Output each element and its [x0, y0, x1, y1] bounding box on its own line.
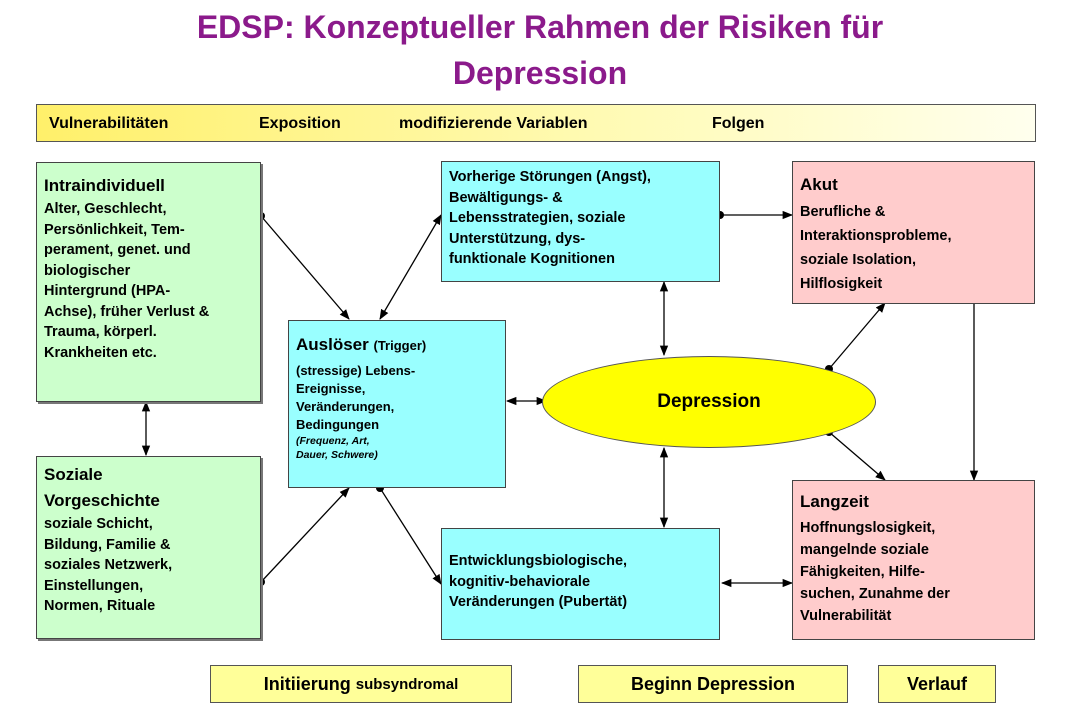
intraindividuell-text: Alter, Geschlecht, Persönlichkeit, Tem- … [44, 201, 210, 361]
depression-label: Depression [657, 391, 761, 412]
soziale-heading: Soziale Vorgeschichte [44, 465, 160, 510]
arrow-trigger-vorherige [379, 214, 442, 320]
langzeit-heading: Langzeit [800, 492, 869, 511]
entwicklung-text: Entwicklungsbiologische, kognitiv-behavi… [449, 553, 628, 610]
soziale-text: soziale Schicht, Bildung, Familie & sozi… [44, 516, 173, 614]
langzeit-text: Hoffnungslosigkeit, mangelnde soziale Fä… [800, 520, 950, 624]
arrow-trigger-entwicklung [379, 487, 442, 585]
akut-heading: Akut [800, 175, 838, 194]
box-entwicklung: Entwicklungsbiologische, kognitiv-behavi… [441, 528, 720, 640]
akut-text: Berufliche & Interaktionsprobleme, sozia… [800, 204, 952, 292]
vorherige-text: Vorherige Störungen (Angst), Bewältigung… [449, 169, 651, 267]
box-soziale-vorgeschichte: Soziale Vorgeschichte soziale Schicht, B… [36, 456, 261, 639]
header-modifiers: modifizierende Variablen [399, 115, 588, 132]
header-consequences: Folgen [712, 115, 765, 132]
phase-header-bar: Vulnerabilitäten Exposition modifizieren… [36, 104, 1036, 142]
arrow-intra-to-trigger [260, 215, 350, 320]
arrow-depression-akut [828, 302, 886, 370]
depression-node: Depression [542, 356, 876, 448]
footer-initiierung: Initiierung subsyndromal [210, 665, 512, 703]
box-intraindividuell: Intraindividuell Alter, Geschlecht, Pers… [36, 162, 261, 402]
title-line-2: Depression [452, 55, 628, 91]
header-vulnerabilities: Vulnerabilitäten [49, 115, 169, 132]
arrow-social-to-trigger [260, 487, 350, 583]
arrow-depression-langzeit [828, 431, 886, 481]
ausloeser-heading: Auslöser (Trigger) [296, 335, 427, 354]
footer-beginn-depression: Beginn Depression [578, 665, 848, 703]
box-langzeit: Langzeit Hoffnungslosigkeit, mangelnde s… [792, 480, 1035, 640]
title-line-1: EDSP: Konzeptueller Rahmen der Risiken f… [196, 9, 884, 45]
header-exposition: Exposition [259, 115, 341, 132]
intraindividuell-heading: Intraindividuell [44, 176, 165, 195]
box-vorherige-stoerungen: Vorherige Störungen (Angst), Bewältigung… [441, 161, 720, 282]
box-ausloeser: Auslöser (Trigger) (stressige) Lebens- E… [288, 320, 506, 488]
footer-verlauf: Verlauf [878, 665, 996, 703]
box-akut: Akut Berufliche & Interaktionsprobleme, … [792, 161, 1035, 304]
ausloeser-text: (stressige) Lebens- Ereignisse, Veränder… [296, 363, 416, 432]
ausloeser-details: (Frequenz, Art, Dauer, Schwere) [296, 435, 378, 461]
